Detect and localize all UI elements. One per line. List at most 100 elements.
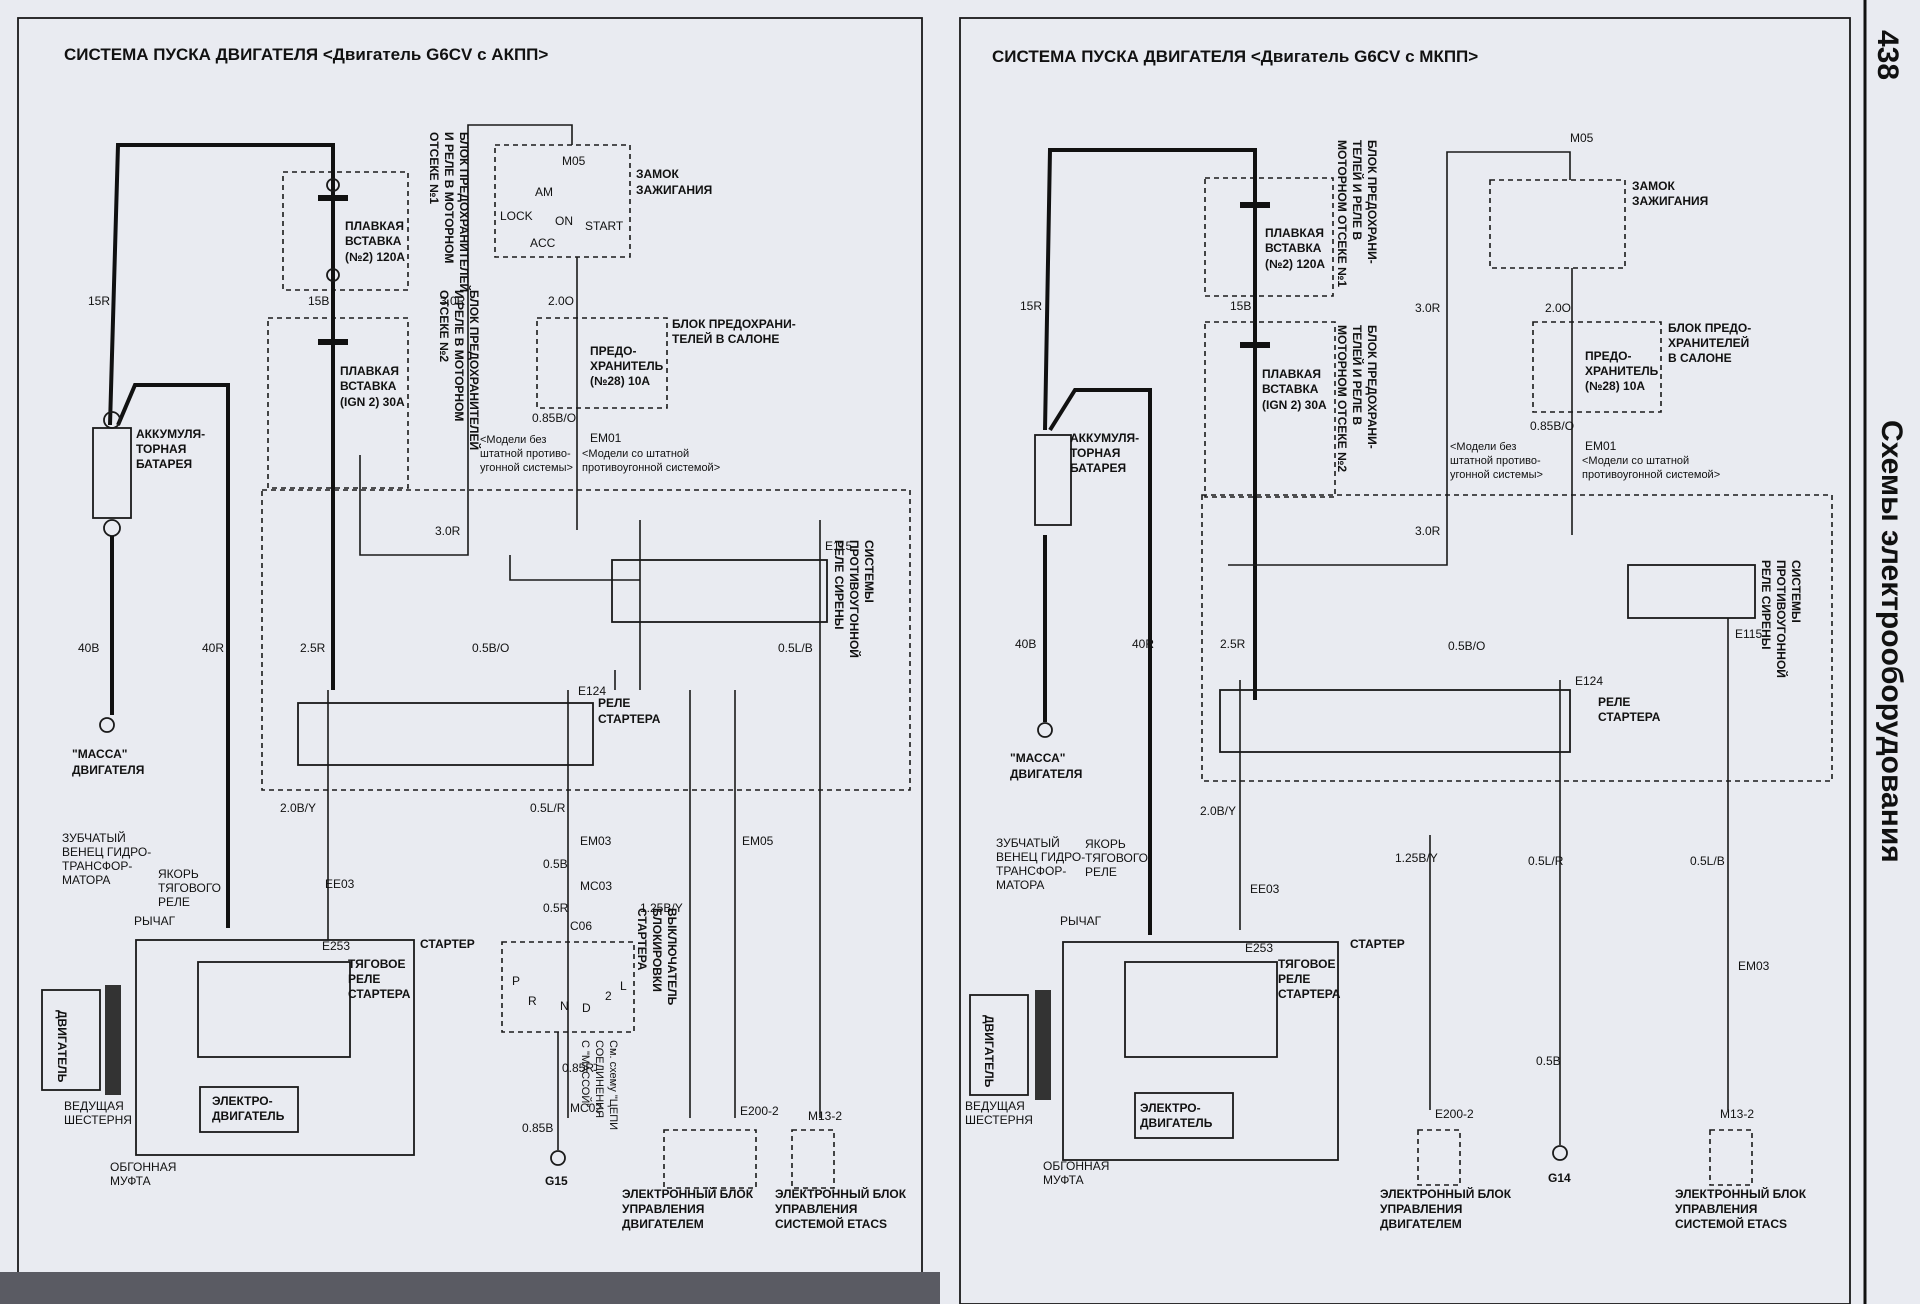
svg-text:0.85B/O: 0.85B/O (1530, 419, 1574, 433)
svg-text:ТЕЛЕЙ И РЕЛЕ В: ТЕЛЕЙ И РЕЛЕ В (1350, 140, 1365, 240)
svg-text:ТОРНАЯ: ТОРНАЯ (136, 442, 186, 456)
page-number: 438 (1871, 30, 1904, 80)
svg-text:ОБГОННАЯ: ОБГОННАЯ (110, 1160, 176, 1174)
starter-box (135, 939, 415, 1156)
svg-text:СОЕДИНЕНИЯ: СОЕДИНЕНИЯ (593, 1040, 605, 1118)
svg-text:MC02: MC02 (570, 1101, 602, 1115)
svg-text:EM03: EM03 (1738, 959, 1770, 973)
svg-text:M05: M05 (1570, 131, 1594, 145)
svg-text:АККУМУЛЯ-: АККУМУЛЯ- (1070, 431, 1139, 445)
svg-text:0.85B: 0.85B (522, 1121, 553, 1135)
svg-text:угонной системы>: угонной системы> (1450, 469, 1543, 481)
svg-text:2.0B/Y: 2.0B/Y (1200, 804, 1236, 818)
alarm-relay-label: РЕЛЕ СИРЕНЫ (832, 540, 846, 629)
svg-text:ПРОТИВОУГОННОЙ: ПРОТИВОУГОННОЙ (1774, 560, 1789, 678)
svg-text:РЕЛЕ: РЕЛЕ (1085, 865, 1117, 879)
svg-text:0.5B/O: 0.5B/O (472, 641, 509, 655)
svg-text:E253: E253 (1245, 941, 1273, 955)
svg-text:40R: 40R (202, 641, 224, 655)
battery-symbol-right (1034, 434, 1072, 526)
right-labels: БЛОК ПРЕДОХРАНИ- ТЕЛЕЙ И РЕЛЕ В МОТОРНОМ… (965, 131, 1807, 1231)
svg-text:РЕЛЕ: РЕЛЕ (348, 972, 380, 986)
svg-text:противоугонной системой>: противоугонной системой> (582, 462, 720, 474)
svg-text:0.5B: 0.5B (1536, 1054, 1561, 1068)
svg-text:N: N (560, 999, 569, 1013)
svg-text:E124: E124 (1575, 674, 1603, 688)
ignition-label: ЗАМОК (636, 167, 680, 181)
svg-text:E200-2: E200-2 (1435, 1107, 1474, 1121)
svg-text:(IGN 2) 30A: (IGN 2) 30A (1262, 398, 1327, 412)
svg-text:ЭЛЕКТРОННЫЙ БЛОК: ЭЛЕКТРОННЫЙ БЛОК (1380, 1186, 1512, 1201)
svg-text:штатной противо-: штатной противо- (480, 448, 571, 460)
svg-text:ПЛАВКАЯ: ПЛАВКАЯ (1262, 367, 1321, 381)
svg-text:40R: 40R (1132, 637, 1154, 651)
svg-text:БЛОК ПРЕДОХРАНИ-: БЛОК ПРЕДОХРАНИ- (1365, 140, 1379, 264)
svg-text:БЛОК ПРЕДОХРАНИ-: БЛОК ПРЕДОХРАНИ- (1365, 325, 1379, 449)
svg-text:ЭЛЕКТРОННЫЙ БЛОК: ЭЛЕКТРОННЫЙ БЛОК (775, 1186, 907, 1201)
battery-cable (108, 143, 335, 426)
svg-text:ЗАМОК: ЗАМОК (1632, 179, 1676, 193)
svg-text:R: R (528, 994, 537, 1008)
svg-text:1.25B/Y: 1.25B/Y (1395, 851, 1438, 865)
svg-text:15B: 15B (308, 294, 329, 308)
svg-text:0.5L/B: 0.5L/B (778, 641, 813, 655)
starter-relay-symbol (297, 702, 594, 766)
svg-text:15B: 15B (1230, 299, 1251, 313)
svg-text:ДВИГАТЕЛЬ: ДВИГАТЕЛЬ (212, 1109, 285, 1123)
svg-text:См. схему "ЦЕПИ: См. схему "ЦЕПИ (607, 1040, 619, 1130)
svg-text:G15: G15 (545, 1174, 568, 1188)
svg-text:УПРАВЛЕНИЯ: УПРАВЛЕНИЯ (1675, 1202, 1757, 1216)
svg-text:СИСТЕМЫ: СИСТЕМЫ (1789, 560, 1803, 623)
svg-text:0.5L/B: 0.5L/B (1690, 854, 1725, 868)
svg-text:ЭЛЕКТРО-: ЭЛЕКТРО- (212, 1094, 273, 1108)
svg-text:EE03: EE03 (325, 877, 355, 891)
ecu-box-left (663, 1129, 757, 1189)
right-title: СИСТЕМА ПУСКА ДВИГАТЕЛЯ <Двигатель G6CV … (992, 47, 1478, 66)
svg-text:<Модели без: <Модели без (1450, 441, 1516, 453)
svg-text:ЗАЖИГАНИЯ: ЗАЖИГАНИЯ (636, 183, 712, 197)
svg-text:(№2) 120A: (№2) 120A (345, 250, 405, 264)
ignition-switch-box (494, 144, 631, 258)
svg-text:И РЕЛЕ В МОТОРНОМ: И РЕЛЕ В МОТОРНОМ (452, 290, 466, 421)
svg-text:ОБГОННАЯ: ОБГОННАЯ (1043, 1159, 1109, 1173)
svg-text:0.5B/O: 0.5B/O (1448, 639, 1485, 653)
svg-text:ВЕНЕЦ ГИДРО-: ВЕНЕЦ ГИДРО- (996, 850, 1085, 864)
svg-text:РЕЛЕ: РЕЛЕ (1598, 695, 1630, 709)
svg-text:E115: E115 (825, 539, 852, 553)
svg-text:ТЕЛЕЙ В САЛОНЕ: ТЕЛЕЙ В САЛОНЕ (672, 331, 779, 346)
svg-text:(№28) 10A: (№28) 10A (1585, 379, 1645, 393)
svg-text:2.0B/Y: 2.0B/Y (280, 801, 316, 815)
svg-text:МАТОРА: МАТОРА (62, 873, 110, 887)
svg-text:БАТАРЕЯ: БАТАРЕЯ (136, 457, 192, 471)
svg-text:3.0R: 3.0R (1415, 524, 1441, 538)
right-frame (959, 17, 1851, 1304)
svg-text:1.25B/Y: 1.25B/Y (640, 901, 683, 915)
left-diagram: СИСТЕМА ПУСКА ДВИГАТЕЛЯ <Двигатель G6CV … (41, 45, 911, 1189)
relay-area-box (261, 489, 911, 791)
svg-text:ДВИГАТЕЛЕМ: ДВИГАТЕЛЕМ (1380, 1217, 1462, 1231)
svg-text:0.85B/O: 0.85B/O (532, 411, 576, 425)
svg-text:M05: M05 (562, 154, 586, 168)
svg-text:В САЛОНЕ: В САЛОНЕ (1668, 351, 1732, 365)
right-diagram: СИСТЕМА ПУСКА ДВИГАТЕЛЯ <Двигатель G6CV … (969, 47, 1833, 1186)
svg-text:ЭЛЕКТРОННЫЙ БЛОК: ЭЛЕКТРОННЫЙ БЛОК (1675, 1186, 1807, 1201)
svg-text:<Модели без: <Модели без (480, 434, 546, 446)
svg-text:БАТАРЕЯ: БАТАРЕЯ (1070, 461, 1126, 475)
svg-text:ВСТАВКА: ВСТАВКА (340, 379, 397, 393)
svg-text:AM: AM (535, 185, 553, 199)
svg-text:ТРАНСФОР-: ТРАНСФОР- (62, 859, 132, 873)
motor-symbol (199, 1086, 299, 1133)
svg-text:ПРЕДО-: ПРЕДО- (590, 344, 637, 358)
svg-text:ЭЛЕКТРОННЫЙ БЛОК: ЭЛЕКТРОННЫЙ БЛОК (622, 1186, 754, 1201)
svg-text:ВЕНЕЦ ГИДРО-: ВЕНЕЦ ГИДРО- (62, 845, 151, 859)
svg-text:G14: G14 (1548, 1171, 1571, 1185)
svg-text:EM05: EM05 (742, 834, 774, 848)
g14-ground (1552, 1145, 1568, 1161)
fuse-block-1 (282, 171, 409, 291)
svg-text:0.5L/R: 0.5L/R (530, 801, 566, 815)
svg-text:ЗАЖИГАНИЯ: ЗАЖИГАНИЯ (1632, 194, 1708, 208)
svg-text:ДВИГАТЕЛЬ: ДВИГАТЕЛЬ (55, 1010, 69, 1083)
svg-text:МОТОРНОМ ОТСЕКЕ №2: МОТОРНОМ ОТСЕКЕ №2 (1335, 325, 1349, 472)
starter-relay-right (1219, 689, 1571, 753)
svg-text:РЕЛЕ: РЕЛЕ (1278, 972, 1310, 986)
